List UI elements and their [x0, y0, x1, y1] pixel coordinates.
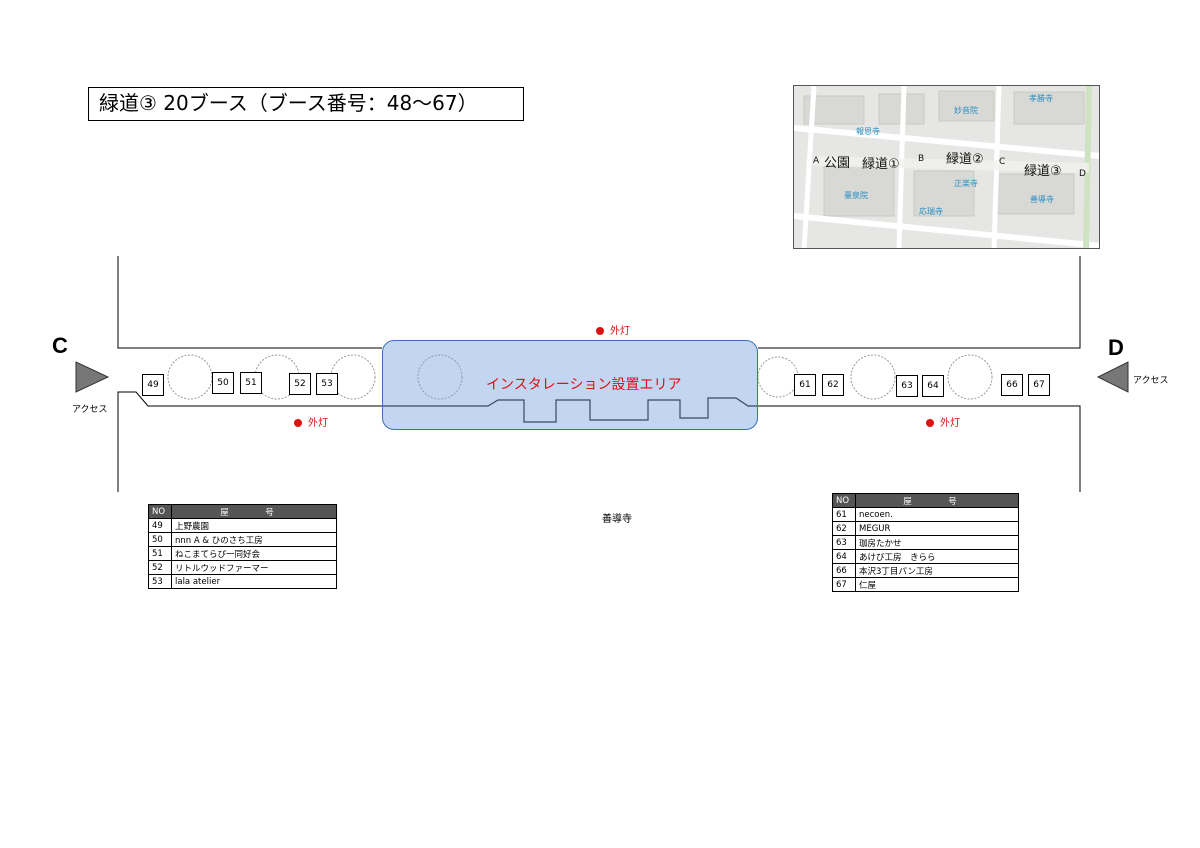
street-light-label: 外灯: [610, 326, 630, 337]
inset-temple-myoonin: 妙音院: [954, 106, 978, 115]
booth-53: 53: [316, 373, 338, 395]
row-no: 61: [832, 507, 856, 522]
inset-temple-kogenji: 孝勝寺: [1029, 94, 1053, 103]
booth-51: 51: [240, 372, 262, 394]
tree: [757, 356, 799, 398]
row-no: 64: [832, 549, 856, 564]
tree: [947, 354, 993, 400]
street-light-right: 外灯: [926, 414, 960, 429]
inset-ryokudo3-label: 緑道③: [1024, 164, 1062, 179]
row-no: 66: [832, 563, 856, 578]
row-no: 67: [832, 577, 856, 592]
booth-64: 64: [922, 375, 944, 397]
row-no: 49: [148, 518, 172, 533]
street-light-top: 外灯: [596, 322, 630, 337]
inset-temple-hogonji: 報恩寺: [856, 127, 880, 136]
row-name: MEGUR: [855, 521, 1019, 536]
access-label-right: アクセス: [1133, 376, 1169, 386]
point-c-label: C: [52, 333, 68, 358]
inset-ryokudo1-label: 緑道①: [862, 157, 900, 172]
row-no: 50: [148, 532, 172, 547]
table-header-row: NO 屋 号: [148, 504, 337, 519]
booth-50: 50: [212, 372, 234, 394]
point-d-label: D: [1108, 335, 1124, 360]
row-name: ねこまてらぴ一同好会: [171, 546, 337, 561]
temple-label: 善導寺: [602, 514, 632, 525]
inset-ryokudo2-label: 緑道②: [946, 152, 984, 167]
inset-temple-ozuiji: 応瑞寺: [919, 207, 943, 216]
tree: [417, 354, 463, 400]
row-name: 珈房たかせ: [855, 535, 1019, 550]
row-name: 本沢3丁目パン工房: [855, 563, 1019, 578]
tree: [330, 354, 376, 400]
inset-temple-taisenin: 臺泉院: [844, 191, 868, 200]
inset-point-a: A: [813, 156, 820, 166]
row-name: あけび工房 きらら: [855, 549, 1019, 564]
row-no: 52: [148, 560, 172, 575]
street-light-dot: [596, 327, 604, 335]
access-label-left: アクセス: [72, 405, 108, 415]
row-no: 63: [832, 535, 856, 550]
access-arrow-right: [1096, 361, 1129, 393]
page-title: 緑道③ 20ブース（ブース番号：48〜67）: [88, 87, 524, 121]
row-name: リトルウッドファーマー: [171, 560, 337, 575]
row-no: 62: [832, 521, 856, 536]
booth-66: 66: [1001, 374, 1023, 396]
table-header-no: NO: [832, 493, 856, 508]
row-name: lala atelier: [171, 574, 337, 589]
booth-61: 61: [794, 374, 816, 396]
street-light-label: 外灯: [940, 418, 960, 429]
street-light-dot: [926, 419, 934, 427]
row-name: 上野農園: [171, 518, 337, 533]
inset-temple-shogakuji: 正楽寺: [954, 179, 978, 188]
table-header-no: NO: [148, 504, 172, 519]
inset-map: A 公園 緑道① B 緑道② C 緑道③ D 報恩寺 臺泉院 妙音院 孝勝寺 正…: [793, 85, 1100, 249]
installation-area-label: インスタレーション設置エリア: [486, 377, 682, 393]
inset-temple-zendoji: 善導寺: [1030, 195, 1054, 204]
table-header-name: 屋 号: [855, 493, 1019, 508]
row-name: nnn A & ひのさち工房: [171, 532, 337, 547]
street-light-left: 外灯: [294, 414, 328, 429]
access-arrow-left: [75, 361, 110, 393]
inset-point-b: B: [918, 154, 925, 164]
row-name: 仁屋: [855, 577, 1019, 592]
booth-52: 52: [289, 373, 311, 395]
booth-63: 63: [896, 375, 918, 397]
street-light-label: 外灯: [308, 418, 328, 429]
inset-map-graphic: [794, 86, 1099, 248]
tree: [850, 354, 896, 400]
row-name: necoen.: [855, 507, 1019, 522]
table-header-name: 屋 号: [171, 504, 337, 519]
tree: [167, 354, 213, 400]
inset-park-label: 公園: [824, 156, 851, 171]
installation-area: [382, 340, 758, 430]
street-light-dot: [294, 419, 302, 427]
table-header-row: NO 屋 号: [832, 493, 1019, 508]
inset-point-c: C: [999, 157, 1006, 167]
booth-62: 62: [822, 374, 844, 396]
inset-point-d: D: [1079, 169, 1086, 179]
booth-67: 67: [1028, 374, 1050, 396]
row-no: 51: [148, 546, 172, 561]
row-no: 53: [148, 574, 172, 589]
booth-49: 49: [142, 374, 164, 396]
